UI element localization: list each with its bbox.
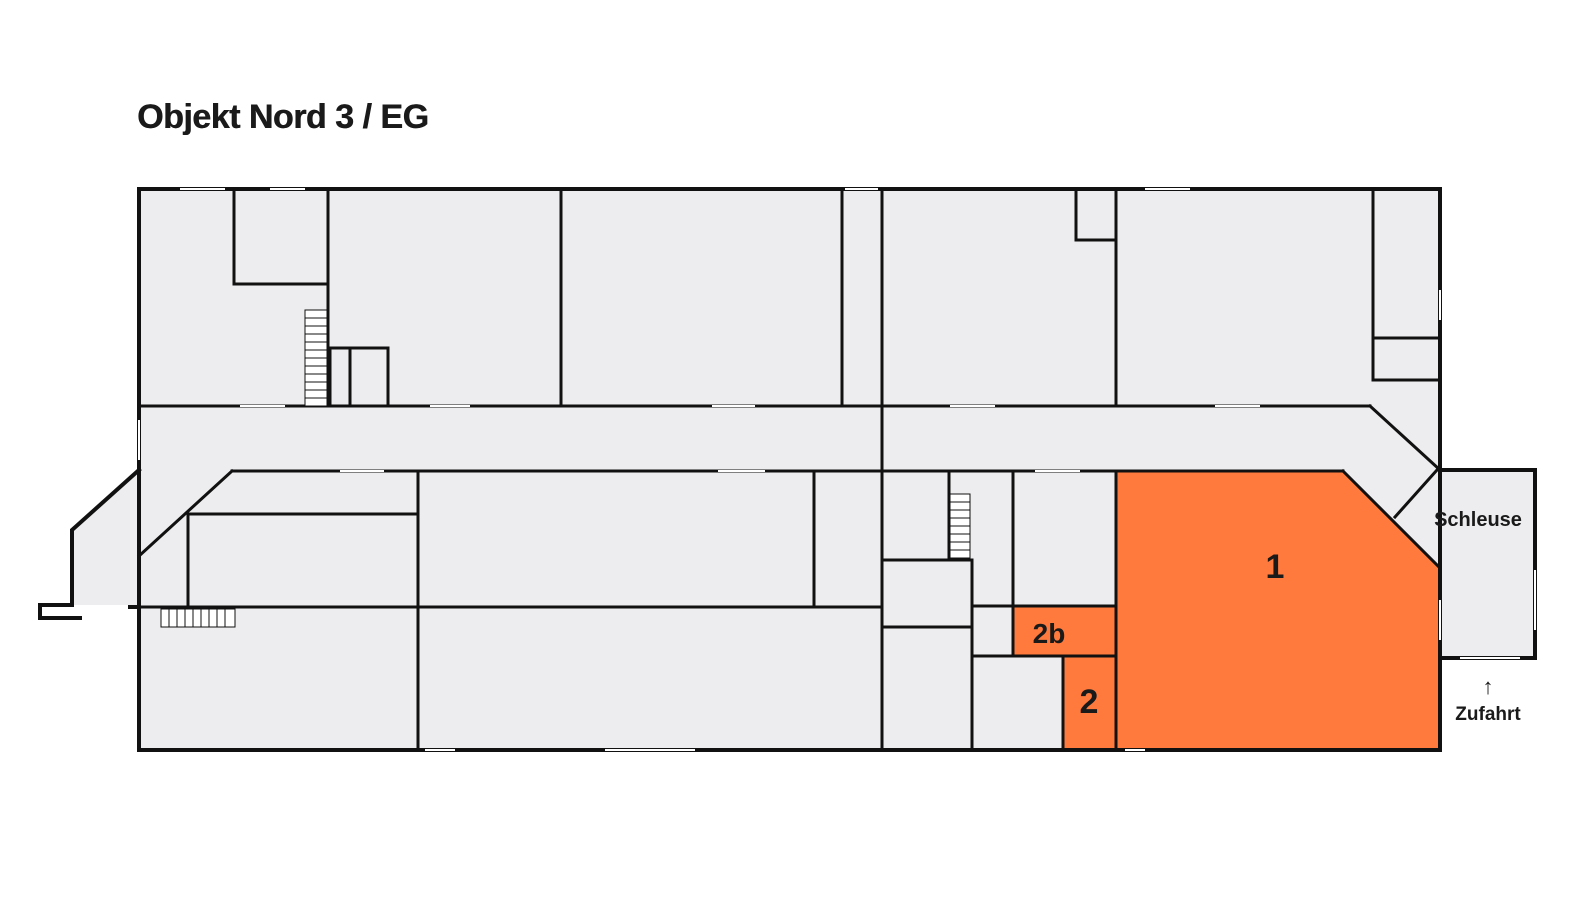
unit-2-area[interactable] — [1063, 657, 1115, 749]
zufahrt-arrow-icon: ↑ — [1483, 674, 1494, 699]
unit-2b-label: 2b — [1033, 618, 1066, 649]
unit-2b-area[interactable] — [1013, 607, 1115, 655]
openings — [138, 188, 1536, 751]
unit-1-area[interactable] — [1116, 471, 1438, 749]
zufahrt-label: Zufahrt — [1455, 704, 1521, 725]
plan-title: Objekt Nord 3 / EG — [137, 98, 429, 136]
walls — [38, 187, 1537, 752]
schleuse-label: Schleuse — [1434, 509, 1522, 531]
unit-2-label: 2 — [1080, 683, 1099, 721]
unit-1-label: 1 — [1266, 548, 1285, 586]
